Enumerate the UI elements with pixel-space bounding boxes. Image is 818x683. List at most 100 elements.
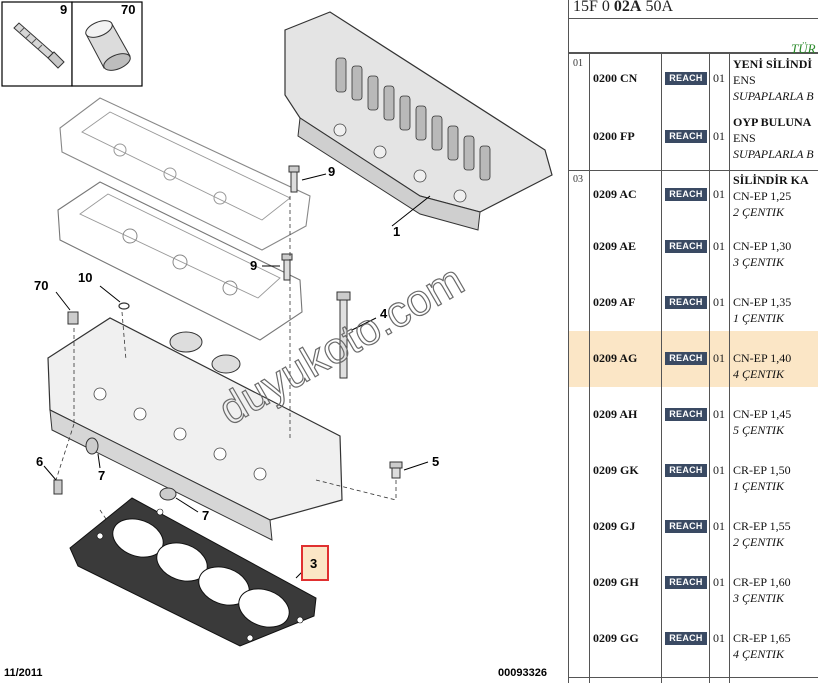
row-ref[interactable]: 0209 GK [593, 463, 639, 477]
row-qty: 01 [713, 463, 725, 477]
row-ref[interactable]: 0209 AG [593, 351, 638, 365]
cylinder-head-assembly [284, 11, 553, 231]
row-qty: 01 [713, 575, 725, 589]
header-bold: 02A [613, 0, 642, 15]
row-desc-line2: 5 ÇENTIK [733, 423, 785, 437]
sleeve-icon [85, 20, 131, 71]
header-prefix: 15F 0 [573, 0, 614, 15]
table-row[interactable]: 0209 AE REACH 01 CN-EP 1,30 3 ÇENTIK [569, 225, 818, 281]
table-row[interactable]: 01 0200 CN REACH 01 YENİ SİLİNDİ ENS SUPAPLARL… [569, 57, 818, 115]
row-desc-line2: ENS [733, 73, 756, 87]
row-desc-line2: 2 ÇENTIK [733, 535, 785, 549]
callout-70-inset: 70 [121, 2, 135, 17]
row-qty: 01 [713, 407, 725, 421]
sleeve-70 [67, 311, 79, 325]
callout-5: 5 [432, 454, 439, 469]
row-desc-line1: CN-EP 1,40 [733, 351, 792, 365]
footer-code: 00093326 [498, 667, 547, 679]
row-desc-line1: YENİ SİLİNDİ [733, 57, 813, 71]
row-qty: 01 [713, 71, 725, 85]
table-row[interactable]: 0209 GH REACH 01 CR-EP 1,60 3 ÇENTIK [569, 561, 818, 617]
bolt-4 [336, 291, 351, 379]
reach-badge: REACH [665, 72, 707, 85]
header-suffix: 50A [641, 0, 674, 15]
row-desc-line1: CR-EP 1,65 [733, 631, 791, 645]
row-desc-line2: 3 ÇENTIK [733, 255, 785, 269]
inset-boxes: 9 70 [1, 1, 143, 87]
callout-70: 70 [34, 278, 48, 293]
dowel-6 [53, 479, 63, 495]
row-ref[interactable]: 0200 FP [593, 129, 635, 143]
row-group: 03 [573, 174, 583, 185]
row-desc-line1: CR-EP 1,55 [733, 519, 791, 533]
cylinder-head-block [47, 317, 343, 541]
row-desc-line2: 4 ÇENTIK [733, 367, 785, 381]
row-qty: 01 [713, 351, 725, 365]
bolt-9-upper [288, 165, 300, 193]
reach-badge: REACH [665, 352, 707, 365]
callout-1: 1 [393, 224, 400, 239]
reach-badge: REACH [665, 188, 707, 201]
callout-3: 3 [310, 556, 317, 571]
row-desc-line2: CN-EP 1,25 [733, 189, 792, 203]
callout-9-inset: 9 [60, 2, 67, 17]
row-qty: 01 [713, 239, 725, 253]
bolt-icon [13, 22, 65, 69]
reach-badge: REACH [665, 632, 707, 645]
row-ref[interactable]: 0209 GJ [593, 519, 636, 533]
row-desc-line2: 3 ÇENTIK [733, 591, 785, 605]
callout-7-right: 7 [202, 508, 209, 523]
row-ref[interactable]: 0209 GG [593, 631, 639, 645]
row-desc-line2: 1 ÇENTIK [733, 479, 785, 493]
reach-badge: REACH [665, 296, 707, 309]
row-desc-line1: CR-EP 1,60 [733, 575, 791, 589]
reach-badge: REACH [665, 240, 707, 253]
row-qty: 01 [713, 129, 725, 143]
head-gasket [69, 497, 317, 647]
callout-4: 4 [380, 306, 388, 321]
row-desc-line1: SİLİNDİR KA [733, 173, 809, 187]
table-row[interactable]: 0209 AG REACH 01 CN-EP 1,40 4 ÇENTIK [569, 331, 818, 387]
row-qty: 01 [713, 295, 725, 309]
row-qty: 01 [713, 187, 725, 201]
callout-6: 6 [36, 454, 43, 469]
row-desc-line1: CN-EP 1,30 [733, 239, 792, 253]
bolt-9-lower [281, 253, 293, 281]
row-ref[interactable]: 0209 AF [593, 295, 636, 309]
row-ref[interactable]: 0209 AH [593, 407, 638, 421]
row-ref[interactable]: 0209 GH [593, 575, 639, 589]
row-qty: 01 [713, 631, 725, 645]
reach-badge: REACH [665, 576, 707, 589]
row-group: 01 [573, 58, 583, 69]
row-desc-line1: CR-EP 1,50 [733, 463, 791, 477]
o-ring-10 [118, 302, 130, 310]
bolt-5 [389, 461, 403, 479]
reach-badge: REACH [665, 464, 707, 477]
callout-7-left: 7 [98, 468, 105, 483]
callout-9-upper: 9 [328, 164, 335, 179]
row-desc-line2: ENS [733, 131, 756, 145]
panel-header: 15F 0 02A 50A [569, 0, 818, 19]
reach-badge: REACH [665, 408, 707, 421]
seal-7-left [85, 437, 99, 455]
row-qty: 01 [713, 519, 725, 533]
table-row[interactable]: 0209 GK REACH 01 CR-EP 1,50 1 ÇENTIK [569, 449, 818, 505]
row-desc-line3: SUPAPLARLA B [733, 89, 814, 103]
camshaft-carrier-lower [57, 181, 303, 341]
row-ref[interactable]: 0209 AC [593, 187, 637, 201]
row-ref[interactable]: 0209 AE [593, 239, 637, 253]
parts-diagram: 9 70 1 [1, 1, 553, 679]
panel-subheader: TÜR [569, 19, 818, 56]
callout-9-lower: 9 [250, 258, 257, 273]
callout-3-highlight-box[interactable] [301, 545, 329, 581]
row-desc-line1: CN-EP 1,35 [733, 295, 792, 309]
row-ref[interactable]: 0200 CN [593, 71, 638, 85]
table-row[interactable]: 0209 AH REACH 01 CN-EP 1,45 5 ÇENTIK [569, 393, 818, 449]
row-desc-line1: CN-EP 1,45 [733, 407, 792, 421]
